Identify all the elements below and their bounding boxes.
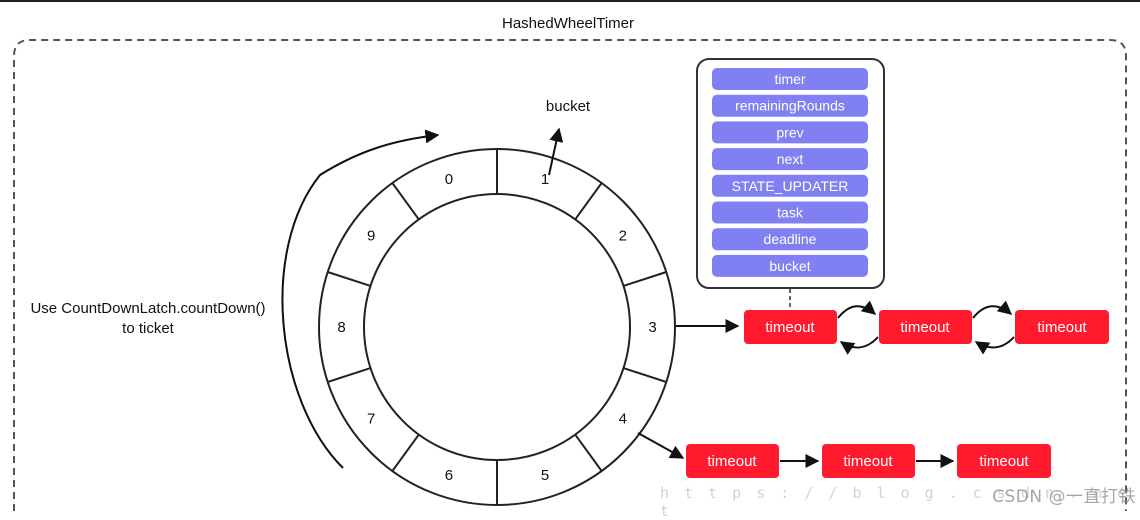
wheel-slot-label: 4 [619, 410, 627, 427]
field-pill [712, 68, 868, 90]
wheel-slot-label: 5 [541, 467, 549, 484]
timeout-fields: timer remainingRounds prev nextSTATE_UPDATE… [712, 68, 868, 277]
wheel-slot-label: 9 [367, 228, 375, 245]
prev-link-arrow [839, 336, 879, 355]
wheel-divider [327, 271, 371, 287]
field-label: bucket [769, 258, 810, 274]
countdown-note-line2: to ticket [122, 320, 175, 337]
field-label: STATE_UPDATER [732, 178, 849, 194]
timeout-label: timeout [765, 319, 815, 336]
wheel-divider [391, 182, 420, 220]
timer-container [13, 39, 1127, 511]
field-pill [712, 201, 868, 224]
wheel-divider [574, 182, 603, 220]
field-label: next [777, 151, 804, 167]
timeout-label: timeout [707, 453, 757, 470]
field-label: remainingRounds [735, 98, 845, 114]
timeout-node [1015, 310, 1109, 344]
prev-link-arrow [974, 336, 1015, 355]
next-link-arrow [972, 300, 1013, 319]
wheel-divider [623, 367, 667, 383]
field-label: prev [776, 124, 803, 140]
timeout-label: timeout [900, 319, 950, 336]
timeout-node [686, 444, 779, 478]
field-pill [712, 148, 868, 171]
wheel-slot-label: 7 [367, 410, 375, 427]
wheel-slot-label: 8 [337, 319, 345, 336]
csdn-watermark: CSDN @一直打铁 [992, 487, 1136, 507]
timeout-node [822, 444, 915, 478]
rotation-arrow [281, 129, 440, 469]
field-pill [712, 94, 868, 117]
wheel-divider [574, 434, 603, 472]
wheel-inner-ring [363, 193, 631, 461]
timeout-details-panel [696, 58, 885, 289]
timeout-node [744, 310, 837, 344]
slot3-timeout-list: timeout timeout timeout [744, 300, 1109, 355]
field-pill [712, 174, 868, 197]
next-link-arrow [837, 300, 877, 319]
wheel-slot-label: 1 [541, 171, 549, 188]
wheel-slot-label: 3 [648, 319, 656, 336]
wheel-divider [623, 271, 667, 287]
wheel-slot-label: 0 [445, 171, 453, 188]
wheel-divider [391, 434, 420, 472]
timeout-node [879, 310, 972, 344]
slot4-arrow [637, 432, 685, 459]
timeout-label: timeout [843, 453, 893, 470]
timeout-label: timeout [1037, 319, 1087, 336]
timeout-node [957, 444, 1051, 478]
diagram-title: HashedWheelTimer [502, 15, 634, 32]
timeout-label: timeout [979, 453, 1029, 470]
field-pill [712, 121, 868, 144]
field-pill [712, 228, 868, 251]
field-label: timer [774, 71, 805, 87]
field-pill [712, 254, 868, 277]
countdown-note-line1: Use CountDownLatch.countDown() [30, 300, 265, 317]
field-label: task [777, 205, 804, 221]
time-wheel: 0 1 2 3 4 5 6 7 8 9 [318, 148, 676, 506]
field-label: deadline [764, 231, 817, 247]
bucket-pointer-arrow [548, 127, 564, 176]
wheel-slot-label: 6 [445, 467, 453, 484]
slot4-timeout-list: timeout timeout timeout [686, 444, 1051, 478]
bucket-label: bucket [546, 98, 591, 115]
wheel-divider [327, 367, 371, 383]
wheel-slot-label: 2 [619, 228, 627, 245]
